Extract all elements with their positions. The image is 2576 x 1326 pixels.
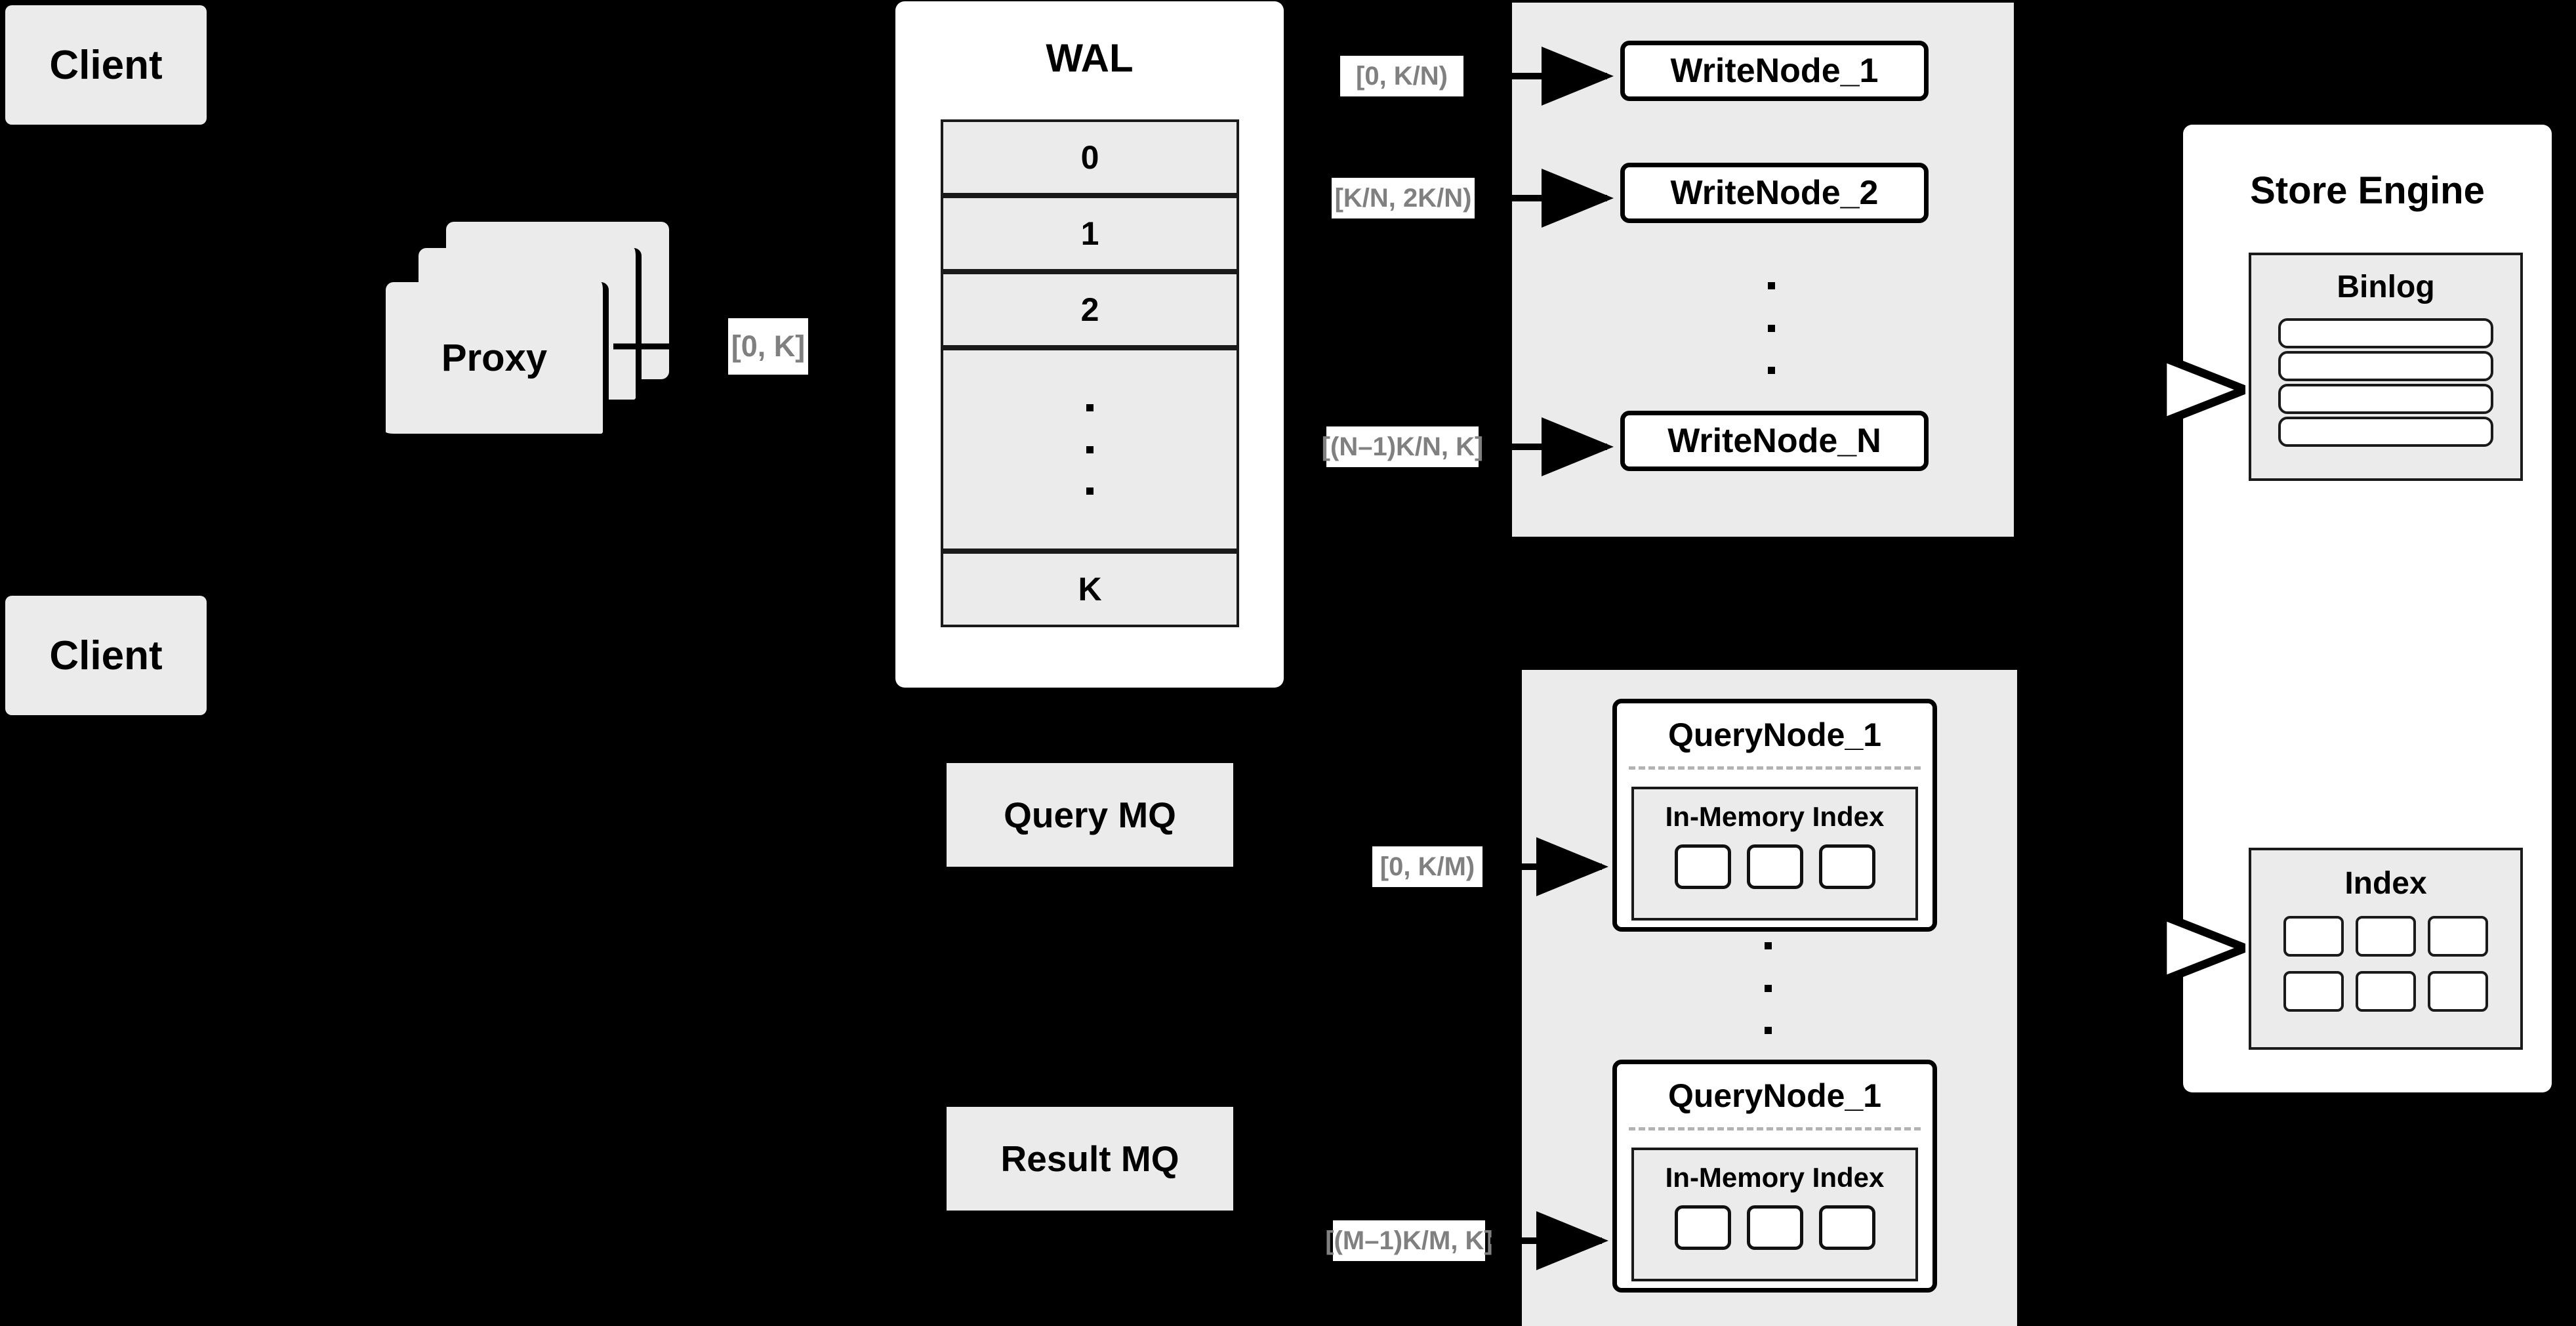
- write-node-n-range-label: [(N–1)K/N, K]: [1322, 426, 1483, 467]
- binlog-row: [2278, 351, 2493, 381]
- client-label-2: Client: [49, 632, 163, 678]
- wal-ellipsis-icon: [1086, 404, 1094, 495]
- proxy-label: Proxy: [441, 337, 548, 379]
- binlog-box: Binlog: [2249, 253, 2523, 481]
- index-cell: [2356, 916, 2416, 957]
- binlog-row: [2278, 417, 2493, 447]
- write-node-n-label: WriteNode_N: [1667, 422, 1881, 460]
- memindex-cell: [1746, 1205, 1803, 1250]
- write-node-1-label: WriteNode_1: [1670, 52, 1879, 90]
- index-cell: [2283, 916, 2344, 957]
- store-engine-title: Store Engine: [2250, 169, 2485, 212]
- write-node-n[interactable]: WriteNode_N: [1620, 411, 1929, 471]
- wal-entry-2: 2: [941, 272, 1239, 348]
- binlog-title: Binlog: [2337, 269, 2435, 304]
- client-box-2[interactable]: Client: [5, 596, 207, 715]
- index-box: Index: [2249, 848, 2523, 1050]
- result-mq-label: Result MQ: [1000, 1138, 1179, 1179]
- query-node-1[interactable]: QueryNode_1 In-Memory Index: [1612, 699, 1937, 932]
- query-mq-label: Query MQ: [1004, 795, 1176, 835]
- query-node-1-memindex: In-Memory Index: [1631, 787, 1918, 921]
- wal-entry-K: K: [941, 551, 1239, 627]
- query-node-2-memindex: In-Memory Index: [1631, 1148, 1918, 1281]
- memindex-cell: [1818, 1205, 1875, 1250]
- wal-title: WAL: [1046, 35, 1134, 80]
- query-node-2-range-label: [(M–1)K/M, K]: [1325, 1220, 1493, 1261]
- memindex-cell: [1674, 1205, 1731, 1250]
- index-cell: [2356, 971, 2416, 1012]
- result-mq-box[interactable]: Result MQ: [947, 1107, 1233, 1211]
- index-cell: [2428, 971, 2488, 1012]
- index-cell: [2428, 916, 2488, 957]
- query-node-2-title: QueryNode_1: [1667, 1077, 1882, 1114]
- client-box-1[interactable]: Client: [5, 5, 207, 125]
- index-cell: [2283, 971, 2344, 1012]
- memindex-cell: [1674, 844, 1731, 889]
- query-node-2[interactable]: QueryNode_1 In-Memory Index: [1612, 1060, 1937, 1293]
- memindex-cell: [1746, 844, 1803, 889]
- query-node-1-range-label: [0, K/M): [1372, 846, 1482, 887]
- write-node-1[interactable]: WriteNode_1: [1620, 41, 1929, 101]
- client-label-1: Client: [49, 42, 163, 88]
- query-group-ellipsis-icon: [1765, 942, 1772, 1034]
- write-node-2-range-label: [K/N, 2K/N): [1332, 178, 1475, 218]
- query-node-1-memindex-title: In-Memory Index: [1665, 801, 1885, 832]
- binlog-row: [2278, 318, 2493, 348]
- query-node-1-title: QueryNode_1: [1667, 716, 1882, 753]
- write-node-1-range-label: [0, K/N): [1340, 56, 1463, 96]
- wal-entry-gap: [941, 348, 1239, 551]
- binlog-row: [2278, 384, 2493, 414]
- proxy-range-label: [0, K]: [728, 318, 808, 375]
- write-node-2[interactable]: WriteNode_2: [1620, 163, 1929, 223]
- wal-entry-1: 1: [941, 196, 1239, 272]
- query-mq-box[interactable]: Query MQ: [947, 763, 1233, 867]
- proxy-card-front[interactable]: Proxy: [386, 282, 609, 440]
- query-node-2-memindex-title: In-Memory Index: [1665, 1162, 1885, 1193]
- query-node-1-divider: [1629, 766, 1921, 770]
- wal-entry-0: 0: [941, 119, 1239, 196]
- index-title: Index: [2344, 865, 2427, 901]
- write-group-ellipsis-icon: [1768, 282, 1775, 374]
- memindex-cell: [1818, 844, 1875, 889]
- query-node-2-divider: [1629, 1127, 1921, 1130]
- write-node-2-label: WriteNode_2: [1670, 174, 1879, 212]
